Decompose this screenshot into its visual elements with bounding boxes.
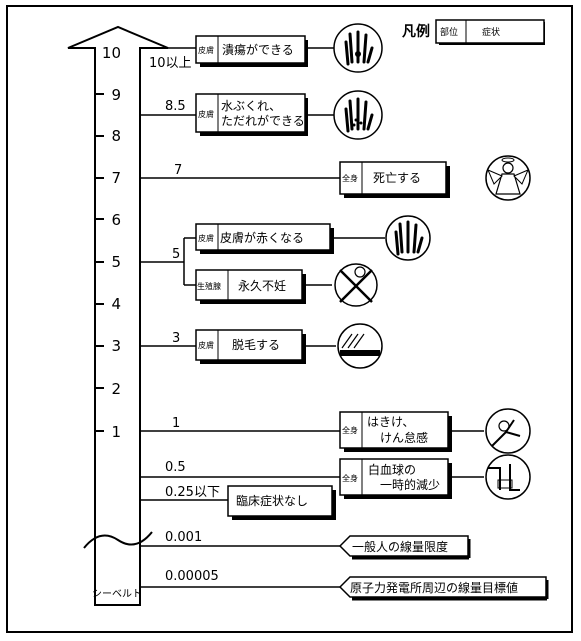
nausea-person-icon [485,408,531,454]
effect-part: 全身 [342,473,358,483]
tick-2: 2 [111,380,121,398]
effect-box-nausea: 全身 はきけ、 けん怠感 [339,411,452,452]
level-7: 7 [174,163,182,178]
effect-part: 皮膚 [198,45,214,55]
axis-ticks: 10 9 8 7 6 5 4 3 2 1 [96,44,121,441]
burned-hand-icon [333,23,383,73]
dose-axis-arrow [67,25,169,606]
tick-9: 9 [111,86,121,104]
legend-title: 凡例 [402,23,430,40]
diagram-frame [6,5,573,633]
hair-loss-icon [337,323,383,369]
tick-1: 1 [111,423,121,441]
effect-symptom: 脱毛する [232,337,280,352]
legend: 凡例 部位 症状 [402,19,545,45]
effect-symptom: 死亡する [373,171,421,185]
level-1: 1 [172,416,180,431]
plant-target-text: 原子力発電所周辺の線量目標値 [350,580,518,595]
effect-symptom: 潰瘍ができる [222,42,294,57]
tick-7: 7 [111,169,121,187]
tick-4: 4 [111,295,121,313]
tick-8: 8 [111,127,121,145]
effect-box-redness: 皮膚 皮膚が赤くなる [195,223,334,254]
tick-10: 10 [102,44,121,62]
effect-box-death: 全身 死亡する [339,161,450,198]
effect-box-sterility: 生殖腺 永久不妊 [195,269,306,304]
level-8-5: 8.5 [165,99,186,114]
axis-break [83,531,153,549]
red-hand-icon [385,215,431,261]
effect-symptom-line2: ただれができる [221,113,305,128]
tick-6: 6 [111,211,121,229]
effect-part: 全身 [342,425,358,435]
effect-symptom-line2: けん怠感 [380,430,428,445]
level-lines: 10以上 8.5 7 5 3 1 0.5 0.25以下 0.001 [140,47,484,588]
tick-3: 3 [111,337,121,355]
effect-symptom-line2: 一時的減少 [380,477,440,492]
effect-box-ulcer: 皮膚 潰瘍ができる [195,35,308,67]
legend-part: 部位 [440,26,458,38]
no-symptom-text: 臨床症状なし [236,493,308,508]
blistered-hand-icon [333,90,383,140]
public-limit-text: 一般人の線量限度 [352,539,448,554]
axis-unit-label: シーベルト [92,588,142,600]
effect-symptom: 永久不妊 [238,279,286,293]
effect-symptom-line1: 白血球の [368,462,416,477]
level-0-00005: 0.00005 [165,569,219,584]
level-0-001: 0.001 [165,530,202,545]
effect-part: 皮膚 [198,233,214,243]
plant-target-arrow: 原子力発電所周辺の線量目標値 [338,576,549,601]
level-3: 3 [172,331,180,346]
public-limit-arrow: 一般人の線量限度 [338,535,471,560]
no-baby-icon [334,263,378,307]
effect-symptom-line1: 水ぶくれ、 [221,99,281,113]
effect-part: 皮膚 [198,340,214,350]
legend-symptom: 症状 [482,26,500,38]
effect-box-hair-loss: 皮膚 脱毛する [195,329,306,364]
level-0-5: 0.5 [165,460,186,475]
blood-test-icon [485,454,531,500]
effect-part: 全身 [342,173,358,183]
effect-part: 皮膚 [198,109,214,119]
effect-symptom-line1: はきけ、 [367,415,414,429]
effect-part: 生殖腺 [197,281,221,291]
effect-box-wbc: 全身 白血球の 一時的減少 [339,458,452,499]
level-5: 5 [172,247,180,262]
level-0-25: 0.25以下 [165,485,220,500]
angel-icon [485,155,531,201]
tick-5: 5 [111,253,121,271]
level-10: 10以上 [149,56,192,71]
no-symptom-box: 臨床症状なし [227,485,336,520]
effect-box-blister: 皮膚 水ぶくれ、 ただれができる [195,93,308,136]
effect-symptom: 皮膚が赤くなる [220,230,304,245]
